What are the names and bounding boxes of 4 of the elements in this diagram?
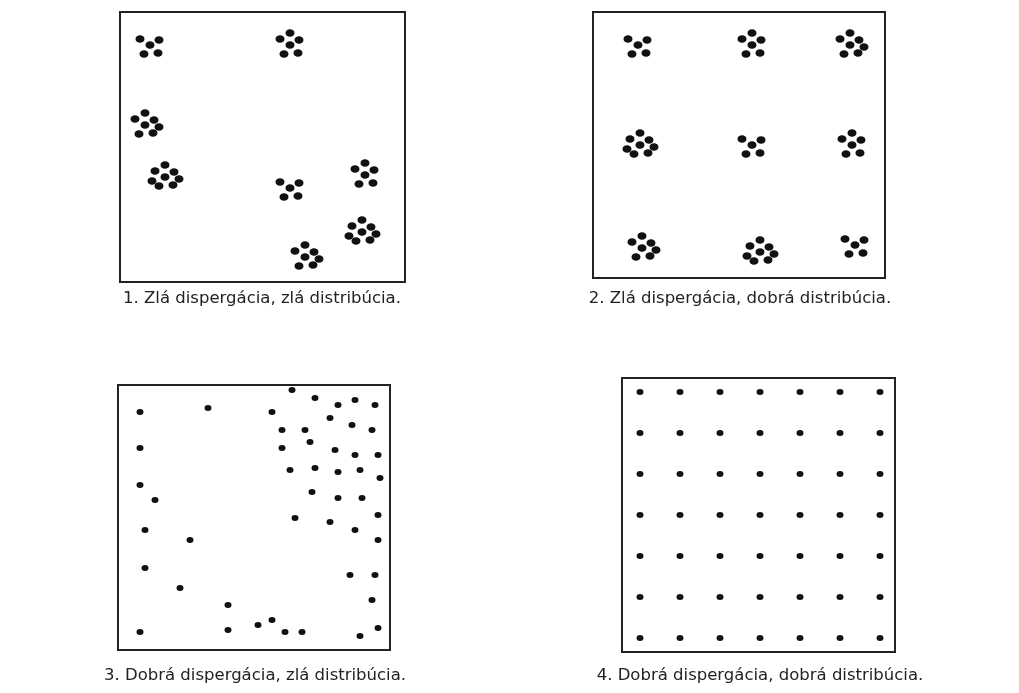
figure-caption: 2. Zlá dispergácia, dobrá distribúcia. (588, 288, 892, 307)
figure-caption: 1. Zlá dispergácia, zlá distribúcia. (123, 288, 401, 307)
figure-caption: 3. Dobrá dispergácia, zlá distribúcia. (103, 665, 407, 684)
figure-caption: 4. Dobrá dispergácia, dobrá distribúcia. (596, 665, 924, 684)
